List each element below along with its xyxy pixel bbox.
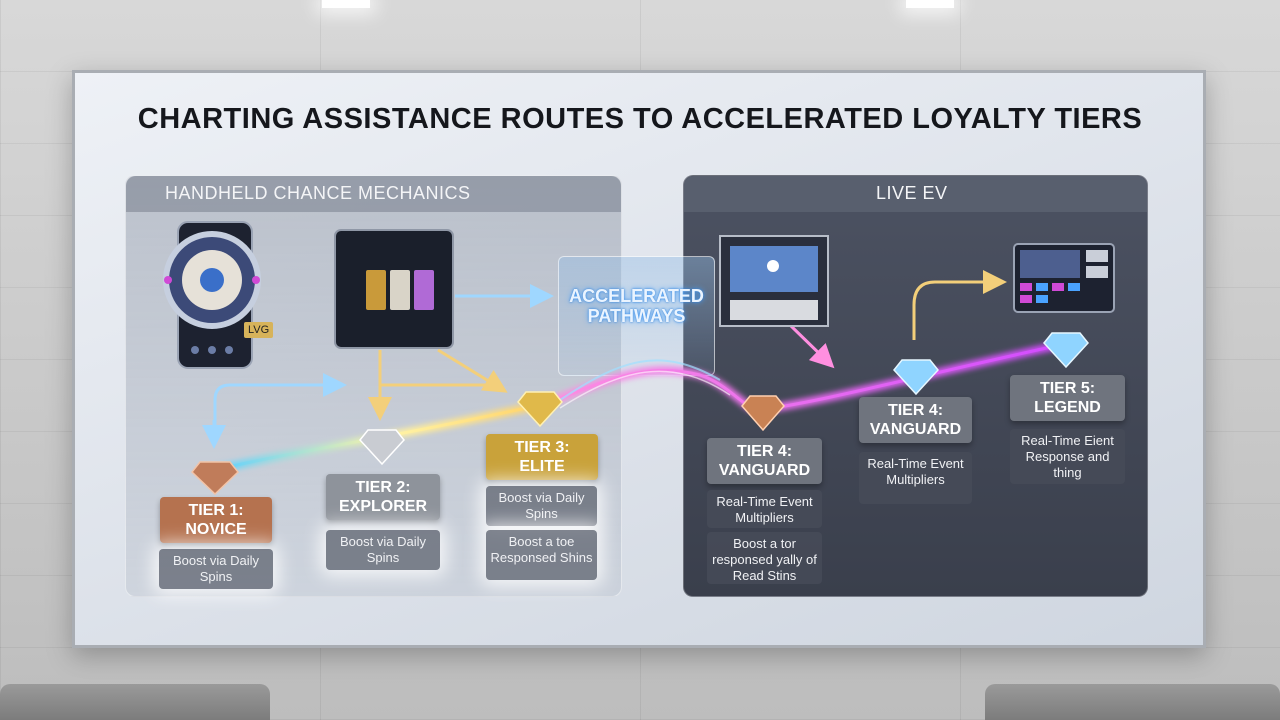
diamond-gem-icon	[1043, 332, 1089, 369]
live-dashboard-icon	[1013, 243, 1115, 313]
tier-description: Boost via Daily Spins	[326, 530, 440, 570]
live-stage-icon	[719, 235, 829, 327]
tier-badge: TIER 4: VANGUARD	[707, 438, 822, 484]
tier-description: Real-Time Event Multipliers	[859, 452, 972, 504]
tier-badge: TIER 2: EXPLORER	[326, 474, 440, 520]
tier-description: Real-Time Eient Response and thing	[1010, 429, 1125, 484]
tier-description: Boost via Daily Spins	[159, 549, 273, 589]
silver-gem-icon	[359, 429, 405, 466]
phone-badge: LVG	[244, 322, 274, 338]
tier-badge: TIER 1: NOVICE	[160, 497, 272, 543]
ceiling-light	[322, 0, 370, 8]
audience-seat	[0, 684, 270, 720]
diamond-gem-icon	[893, 359, 939, 396]
ceiling-light	[906, 0, 954, 8]
tier-description: Boost via Daily Spins	[486, 486, 597, 526]
tier-description: Boost a tor responsed yally of Read Stin…	[707, 532, 822, 584]
tier-badge: TIER 5: LEGEND	[1010, 375, 1125, 421]
accelerated-pathways-label: ACCELERATED PATHWAYS	[569, 286, 704, 326]
handheld-panel-title: HANDHELD CHANCE MECHANICS	[165, 183, 471, 203]
audience-seat	[985, 684, 1280, 720]
tier-badge: TIER 4: VANGUARD	[859, 397, 972, 443]
bronze-gem-icon	[741, 395, 785, 432]
accelerated-pathways-box	[558, 256, 715, 376]
gold-gem-icon	[517, 391, 563, 428]
bronze-gem-icon	[190, 461, 240, 496]
tablet-device-icon	[334, 229, 454, 349]
tier-description: Boost a toe Responsed Shins	[486, 530, 597, 580]
tier-description: Real-Time Event Multipliers	[707, 490, 822, 528]
phone-device-icon	[163, 221, 261, 369]
tier-badge: TIER 3: ELITE	[486, 434, 598, 480]
live-ev-panel-title: LIVE EV	[876, 183, 948, 203]
page-title: CHARTING ASSISTANCE ROUTES TO ACCELERATE…	[137, 103, 1143, 135]
